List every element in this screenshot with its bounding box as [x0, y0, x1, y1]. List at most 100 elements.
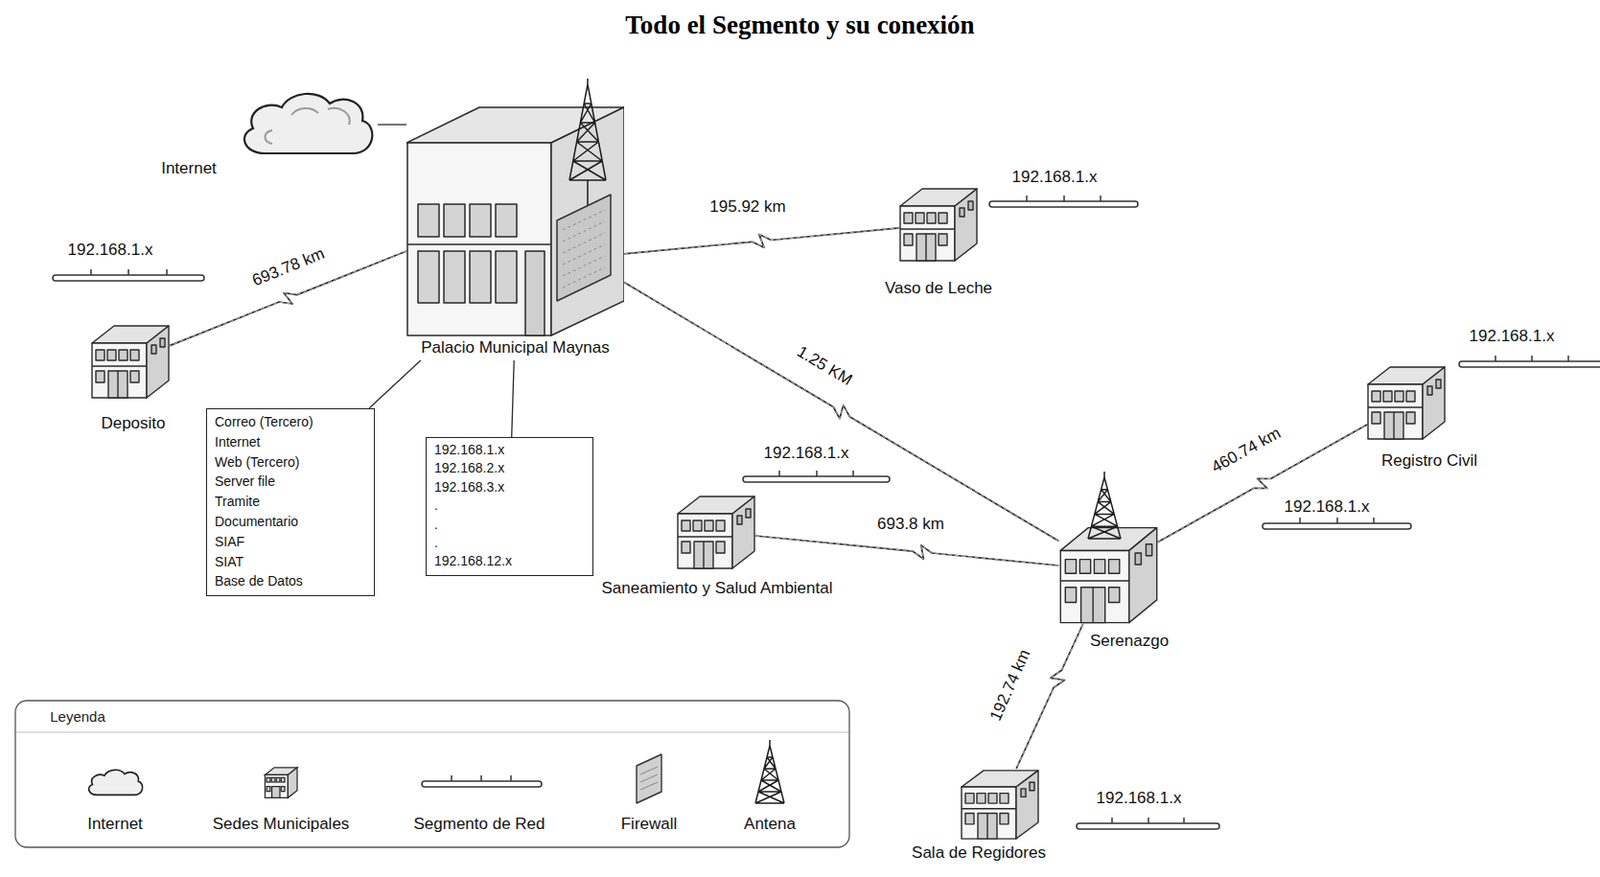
- building-icon: [1371, 391, 1381, 402]
- list-item: SIAF: [214, 532, 365, 553]
- list-item: Web (Tercero): [214, 452, 365, 473]
- wireless-link: [755, 535, 1060, 566]
- building-icon: [1394, 391, 1404, 402]
- building-icon: [556, 194, 611, 302]
- building-icon: [899, 186, 978, 262]
- building-icon: [1368, 406, 1423, 408]
- segment-bar: [52, 275, 205, 281]
- legend-panel: [15, 700, 850, 848]
- building-icon: [916, 233, 936, 261]
- building-icon: [954, 188, 977, 261]
- building-icon: [1020, 788, 1026, 798]
- segment-symbol: [421, 775, 542, 788]
- wireless-link: [1016, 624, 1084, 769]
- segment-tick: [1112, 817, 1184, 824]
- wireless-link: [624, 282, 1060, 542]
- building-icon: [107, 349, 116, 361]
- building-icon: [965, 812, 974, 824]
- building-icon: [976, 793, 986, 804]
- building-icon: [1145, 544, 1152, 557]
- building-symbol: [287, 767, 298, 799]
- building-icon: [988, 793, 998, 804]
- building-icon: [925, 233, 927, 261]
- building-icon: [1406, 391, 1415, 402]
- distance-label: 195.92 km: [707, 197, 788, 217]
- segment-bar: [742, 470, 890, 483]
- building-icon: [108, 371, 128, 398]
- building-icon: [1088, 471, 1121, 539]
- distance-label: 460.74 km: [1206, 422, 1287, 479]
- segment-tick: [1495, 355, 1569, 362]
- segment-tick: [1299, 517, 1374, 524]
- building-icon: [1384, 412, 1404, 440]
- building-icon: [961, 808, 1017, 810]
- antenna-symbol: [755, 740, 785, 804]
- building-icon: [1128, 528, 1157, 624]
- building-icon: [968, 201, 974, 210]
- building-icon: [915, 212, 925, 224]
- building-icon: [676, 494, 756, 570]
- building-icon: [469, 204, 491, 237]
- firewall-symbol: [640, 766, 658, 790]
- building-icon: [1108, 587, 1119, 603]
- segment-bar: [742, 476, 890, 483]
- distance-label: 693.78 km: [248, 243, 330, 292]
- building-icon: [417, 204, 440, 237]
- building-icon: [91, 324, 170, 399]
- building-icon: [1016, 770, 1039, 839]
- building-icon: [737, 515, 743, 525]
- cloud-icon: [233, 86, 378, 160]
- segment-bar: [989, 195, 1138, 208]
- service-list: Correo (Tercero)InternetWeb (Tercero)Ser…: [206, 408, 375, 597]
- building-icon: [1065, 559, 1076, 575]
- building-symbol: [264, 767, 298, 799]
- building-icon: [407, 243, 552, 246]
- connector-line: [511, 360, 515, 438]
- building-icon: [1427, 386, 1433, 395]
- building-icon: [986, 812, 988, 839]
- building-icon: [443, 204, 465, 237]
- building-icon: [961, 770, 1039, 839]
- firewall-symbol: [636, 754, 662, 804]
- building-icon: [1059, 469, 1159, 625]
- list-item: Base de Datos: [214, 571, 365, 592]
- building-icon: [999, 793, 1009, 804]
- building-icon: [1060, 550, 1130, 623]
- building-icon: [959, 208, 965, 217]
- branch-site: Saneamiento y Salud Ambiental: [599, 494, 835, 602]
- building-icon: [1080, 587, 1105, 624]
- building-icon: [716, 541, 725, 554]
- branch-site: Vaso de Leche: [882, 186, 995, 302]
- diagram-title: Todo el Segmento y su conexión: [0, 8, 1600, 42]
- segment-address: 192.168.1.x: [68, 240, 154, 260]
- building-icon: [1091, 587, 1093, 624]
- wireless-link: [755, 535, 1060, 566]
- cloud-icon: [265, 108, 350, 144]
- segment-bar: [1262, 523, 1412, 530]
- wireless-link: [1016, 624, 1084, 769]
- building-icon: [1383, 391, 1392, 402]
- building-icon: [899, 186, 978, 262]
- building-icon: [1436, 379, 1441, 389]
- building-icon: [676, 494, 756, 570]
- building-icon: [681, 541, 691, 554]
- site-label: Internet: [159, 159, 219, 179]
- building-icon: [704, 520, 714, 532]
- segment-tick: [779, 470, 854, 477]
- building-icon: [417, 251, 440, 303]
- building-icon: [92, 343, 147, 398]
- building-icon: [495, 251, 517, 303]
- building-icon: [443, 251, 465, 303]
- building-symbol: [264, 774, 288, 798]
- building-icon: [999, 812, 1009, 824]
- subnet-list: 192.168.1.x192.168.2.x192.168.3.x...192.…: [425, 437, 594, 577]
- building-icon: [525, 251, 545, 336]
- building-icon: [1079, 559, 1090, 575]
- segment-tick: [1026, 195, 1101, 202]
- legend-text: Segmento de Red: [413, 814, 545, 835]
- segment-symbol: [421, 781, 542, 788]
- building-icon: [1093, 559, 1105, 575]
- building-icon: [1371, 412, 1381, 424]
- building-symbol: [280, 787, 285, 792]
